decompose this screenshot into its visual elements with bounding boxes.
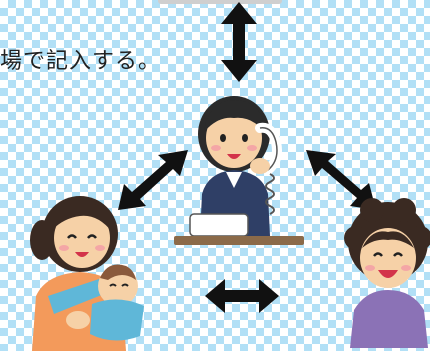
top-edge-bar bbox=[158, 0, 282, 4]
double-arrow-diagonal-left-icon bbox=[118, 150, 188, 210]
operator-illustration bbox=[174, 96, 304, 245]
double-arrow-vertical-icon bbox=[221, 2, 257, 82]
double-arrow-horizontal-icon bbox=[205, 279, 279, 313]
elderly-woman-illustration bbox=[344, 198, 430, 348]
caption-text: 場で記入する。 bbox=[0, 49, 162, 74]
double-arrow-diagonal-right-icon bbox=[306, 150, 376, 210]
mother-with-baby-illustration bbox=[30, 196, 144, 351]
